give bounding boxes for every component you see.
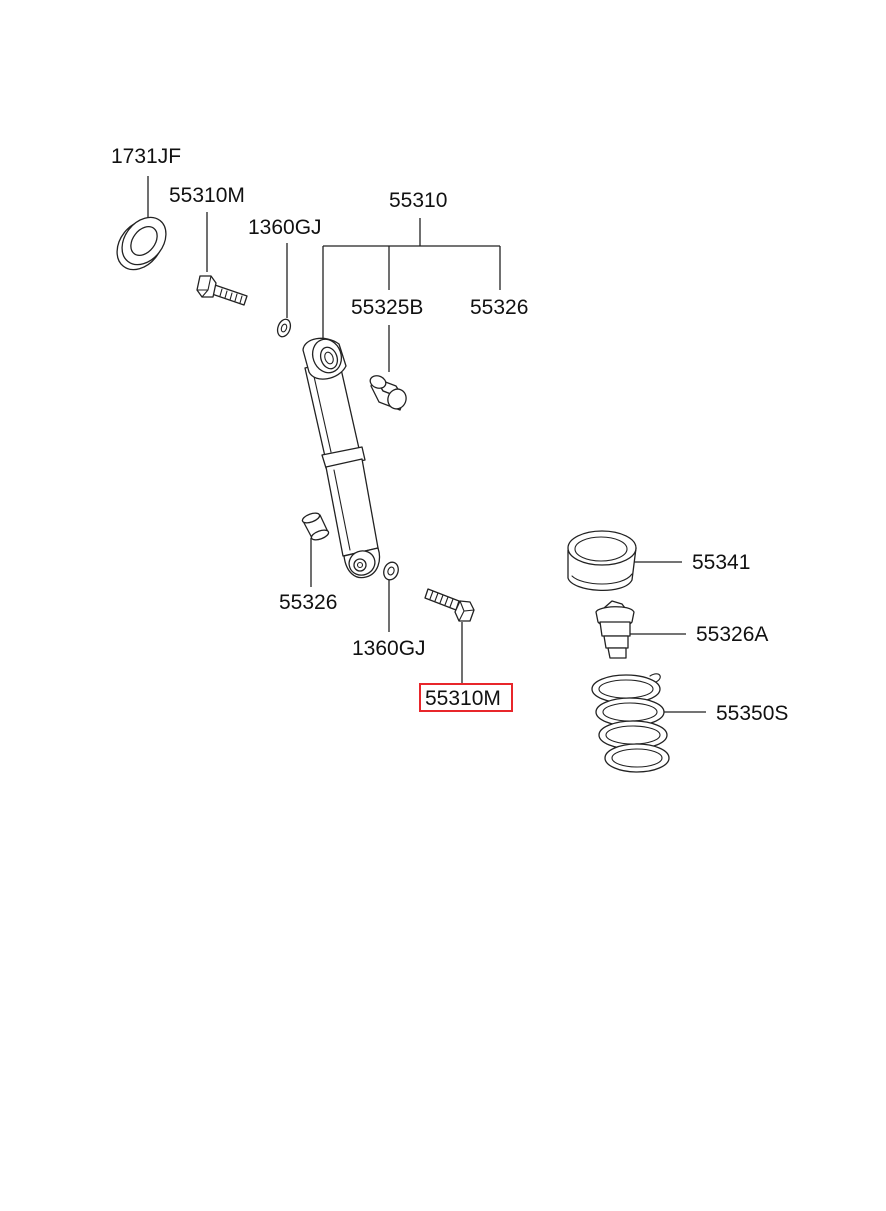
lower-bolt-part[interactable] — [424, 588, 475, 622]
label-1360gj-top[interactable]: 1360GJ — [248, 216, 322, 239]
leader-lines — [147, 176, 706, 713]
label-55310m-bottom[interactable]: 55310M — [425, 687, 501, 710]
label-1360gj-bottom[interactable]: 1360GJ — [352, 637, 426, 660]
bushing-55326-left-part[interactable] — [301, 511, 330, 542]
shock-absorber-part[interactable] — [302, 335, 381, 579]
label-55326a[interactable]: 55326A — [696, 623, 768, 646]
label-55350s[interactable]: 55350S — [716, 702, 788, 725]
upper-bolt-part[interactable] — [196, 275, 248, 306]
ring-seal-part[interactable] — [108, 209, 175, 279]
upper-washer-part[interactable] — [275, 317, 292, 338]
label-55341[interactable]: 55341 — [692, 551, 750, 574]
label-55310m-top[interactable]: 55310M — [169, 184, 245, 207]
lower-washer-part[interactable] — [381, 560, 400, 582]
bump-stopper-part[interactable] — [595, 600, 635, 659]
selected-callout-box — [419, 683, 513, 712]
label-1731jf[interactable]: 1731JF — [111, 145, 181, 168]
label-55326-left[interactable]: 55326 — [279, 591, 337, 614]
callout-labels: 1731JF 55310M 1360GJ 55310 55325B 55326 … — [111, 145, 788, 725]
spring-seat-part[interactable] — [567, 530, 637, 591]
bushing-55325b-part[interactable] — [368, 374, 408, 412]
coil-spring-part[interactable] — [591, 673, 670, 773]
label-55310[interactable]: 55310 — [389, 189, 447, 212]
label-55325b[interactable]: 55325B — [351, 296, 423, 319]
label-55326-right[interactable]: 55326 — [470, 296, 528, 319]
